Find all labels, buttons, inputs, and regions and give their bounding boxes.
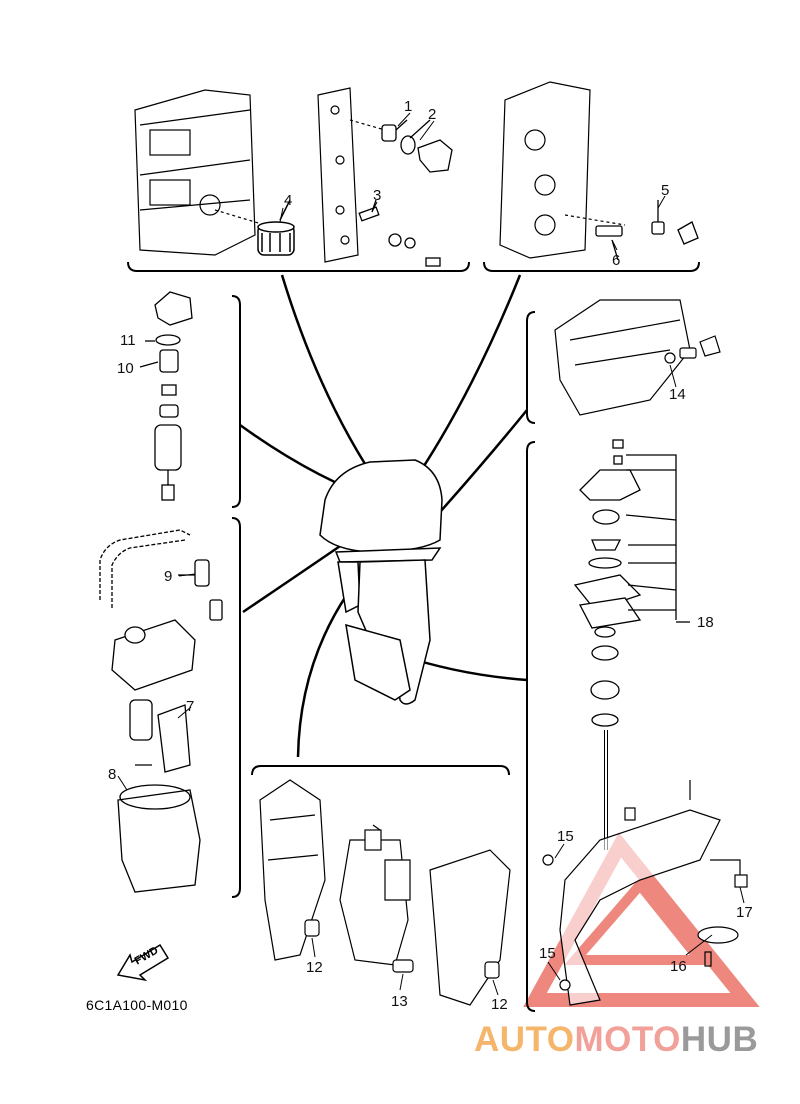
water-pump-parts-illustration <box>573 439 690 850</box>
watermark-hub: HUB <box>680 1020 759 1059</box>
vapor-separator-illustration <box>99 529 223 893</box>
watermark-moto: MOTO <box>574 1020 681 1059</box>
bracket-top <box>127 261 700 272</box>
callout-10: 10 <box>117 360 134 377</box>
callout-1: 1 <box>404 98 413 115</box>
spark-plug-parts-illustration <box>595 200 699 261</box>
callout-11: 11 <box>120 332 136 349</box>
callout-15-upper: 15 <box>557 828 574 845</box>
watermark-text: AUTOMOTOHUB <box>474 1020 758 1060</box>
diagram-code: 6C1A100-M010 <box>86 997 188 1013</box>
callout-3: 3 <box>373 187 382 204</box>
callout-4: 4 <box>284 192 293 209</box>
watermark-auto: AUTO <box>474 1020 575 1059</box>
callout-2: 2 <box>428 106 437 123</box>
cover-plate-illustration <box>317 87 386 263</box>
callout-12-right: 12 <box>491 996 508 1013</box>
callout-5: 5 <box>661 182 670 199</box>
callout-12-left: 12 <box>306 959 323 976</box>
outboard-motor <box>319 459 443 705</box>
oil-filter-illustration <box>257 199 295 256</box>
callout-16: 16 <box>670 958 687 975</box>
bracket-right <box>526 311 536 1012</box>
steering-bracket-illustration <box>259 779 511 1006</box>
fwd-arrow <box>116 943 170 982</box>
callout-8: 8 <box>108 766 117 783</box>
callout-15-lower: 15 <box>539 945 556 962</box>
callout-17: 17 <box>736 904 753 921</box>
callout-9: 9 <box>164 568 173 585</box>
callout-6: 6 <box>612 252 621 269</box>
callout-13: 13 <box>391 993 408 1010</box>
lower-unit-illustration <box>542 780 748 1006</box>
bracket-left <box>231 295 241 898</box>
cylinder-block-illustration <box>134 89 266 256</box>
thermostat-parts-illustration <box>358 119 453 267</box>
fuel-filter-illustration <box>139 291 193 501</box>
upper-casing-illustration <box>554 299 721 416</box>
callout-18: 18 <box>697 614 714 631</box>
cylinder-head-illustration <box>499 81 626 259</box>
callout-14: 14 <box>669 386 686 403</box>
callout-7: 7 <box>186 698 195 715</box>
callout-leaders <box>117 112 745 996</box>
bracket-bottom <box>251 765 510 776</box>
